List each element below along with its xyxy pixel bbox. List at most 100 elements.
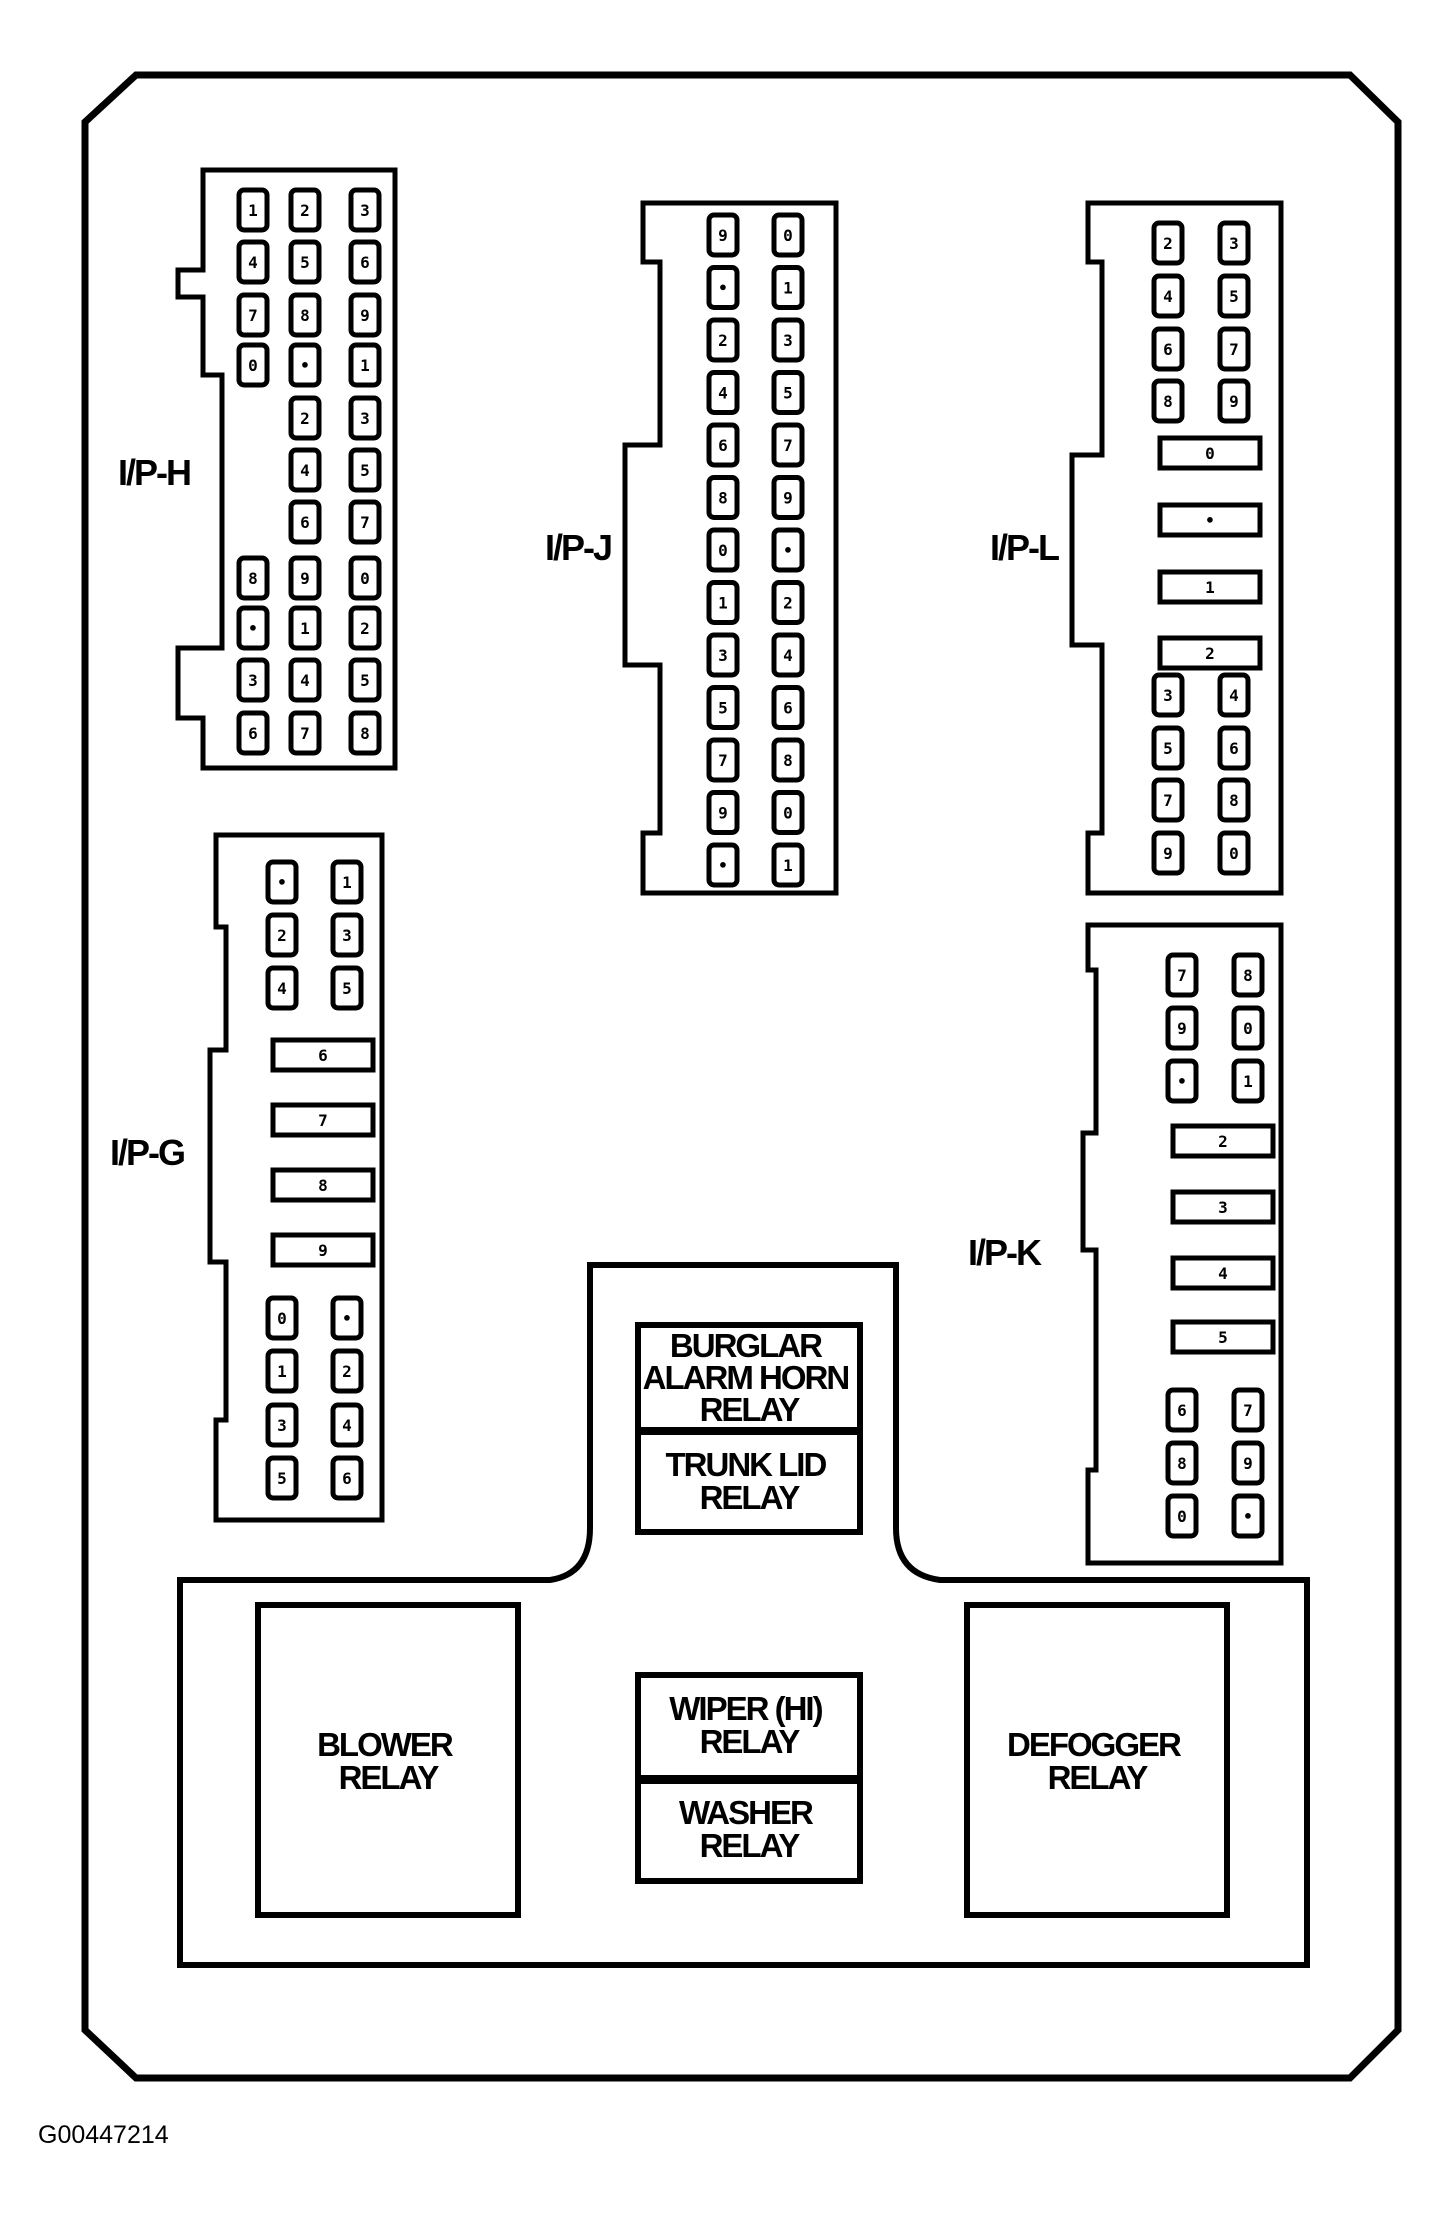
ip-j-pin-mark: • [718, 856, 728, 875]
connector-ip-k [1080, 922, 1284, 1566]
ip-k-pin [1165, 1058, 1199, 1104]
ip-l-pin [1151, 326, 1185, 372]
ip-j-pin [706, 212, 740, 258]
ip-l-pin [1151, 777, 1185, 823]
ip-h-pin [236, 605, 270, 651]
ip-l-pin-mark: 0 [1229, 844, 1239, 863]
ip-j-pin-mark: • [718, 279, 728, 298]
ip-h-pin-mark: 0 [248, 356, 258, 375]
ip-k-slot-mark: 3 [1218, 1198, 1228, 1217]
ip-g-slot [270, 1232, 376, 1268]
ip-h-pin-mark: 4 [248, 253, 258, 272]
ip-g-pin-mark: 3 [342, 926, 352, 945]
defogger-relay-line-2: RELAY [1048, 1759, 1149, 1796]
svg-text:WIPER (HI) RELAY: WIPER (HI) RELAY [669, 1690, 829, 1760]
figure-id: G00447214 [38, 2121, 169, 2149]
ip-k-slot-mark: 4 [1218, 1264, 1228, 1283]
svg-text:WASHER RELAY: WASHER RELAY [679, 1794, 819, 1864]
ip-j-pin-mark: 7 [718, 751, 728, 770]
ip-j-pin-mark: 6 [718, 436, 728, 455]
ip-k-pin [1165, 1440, 1199, 1486]
connector-ip-j [622, 200, 839, 896]
ip-k-pin-mark: 1 [1243, 1072, 1253, 1091]
ip-j-pin-mark: 9 [783, 489, 793, 508]
ip-j-pin [706, 737, 740, 783]
ip-j-pin [706, 317, 740, 363]
ip-h-pin [348, 342, 382, 388]
ip-k-slot-mark: 2 [1218, 1132, 1228, 1151]
ip-k-pin-mark: 8 [1177, 1454, 1187, 1473]
ip-g-slot [270, 1167, 376, 1203]
ip-h-pin-mark: 3 [360, 409, 370, 428]
ip-j-pin-mark: 3 [783, 331, 793, 350]
ip-h-pin-mark: 2 [300, 201, 310, 220]
ip-j-pin [771, 212, 805, 258]
ip-h-pin-mark: 6 [248, 724, 258, 743]
ip-j-pin-mark: 9 [718, 804, 728, 823]
ip-h-pin-mark: 4 [300, 461, 310, 480]
relay-tower [177, 1262, 1310, 1968]
ip-j-pin [771, 475, 805, 520]
ip-h-pin-mark: 2 [360, 619, 370, 638]
ip-l-pin [1151, 830, 1185, 876]
ip-l-pin-mark: 5 [1229, 287, 1239, 306]
ip-h-pin-mark: • [248, 619, 258, 638]
ip-k-pin-mark: 7 [1177, 966, 1187, 985]
ip-j-pin [706, 632, 740, 678]
ip-j-pin [771, 317, 805, 363]
ip-l-pin [1217, 326, 1251, 372]
ip-g-pin-mark: 1 [342, 873, 352, 892]
washer-relay-line-1: WASHER [679, 1794, 814, 1831]
ip-j-pin-mark: 5 [718, 699, 728, 718]
ip-j-pin [771, 632, 805, 678]
ip-g-slot-mark: 9 [318, 1241, 328, 1260]
ip-l-pin-mark: 4 [1163, 287, 1173, 306]
ip-j-pin [706, 580, 740, 625]
ip-h-pin-mark: 0 [360, 569, 370, 588]
ip-l-pin [1217, 830, 1251, 876]
ip-g-pin [330, 1402, 364, 1448]
ip-h-pin [348, 395, 382, 441]
ip-j-pin [771, 737, 805, 783]
ip-j-pin-mark: 2 [783, 594, 793, 613]
ip-h-pin [348, 239, 382, 285]
ip-l-pin-mark: 5 [1163, 739, 1173, 758]
ip-l-pin-mark: 6 [1163, 340, 1173, 359]
washer-relay [635, 1778, 863, 1884]
ip-l-pin-mark: 3 [1229, 234, 1239, 253]
svg-text:BURGLAR ALARM HORN REL: BURGLAR ALARM HORN RELAY [643, 1327, 856, 1428]
ip-j-pin-mark: 4 [783, 646, 793, 665]
ip-l-label: I/P-L [990, 527, 1059, 568]
ip-l-pin-mark: 3 [1163, 686, 1173, 705]
ip-g-pin-mark: 4 [277, 979, 287, 998]
ip-h-pin [288, 292, 322, 338]
ip-g-slot-mark: 7 [318, 1111, 328, 1130]
ip-h-pin-mark: 3 [360, 201, 370, 220]
ip-h-pin-mark: 7 [360, 513, 370, 532]
ip-j-pin-mark: 8 [783, 751, 793, 770]
ip-j-pin [771, 790, 805, 835]
wiper-relay-line-2: RELAY [700, 1723, 801, 1760]
washer-relay-line-2: RELAY [700, 1827, 801, 1864]
blower-relay [255, 1602, 521, 1918]
ip-k-slot-mark: 5 [1218, 1328, 1228, 1347]
ip-l-slot [1157, 569, 1263, 605]
ip-g-pin [265, 1455, 299, 1501]
ip-l-pin [1217, 672, 1251, 718]
ip-h-pin-mark: 5 [300, 253, 310, 272]
ip-h-pin [288, 447, 322, 493]
ip-h-pin [348, 555, 382, 601]
ip-g-pin-mark: 4 [342, 1416, 352, 1435]
ip-l-pin [1217, 378, 1251, 424]
ip-k-slot [1170, 1189, 1276, 1225]
ip-g-pin [265, 1402, 299, 1448]
ip-l-slot [1157, 502, 1263, 538]
ip-j-pin [706, 527, 740, 573]
trunk-lid-relay [635, 1429, 863, 1535]
ip-k-slot [1170, 1319, 1276, 1355]
ip-h-pin [288, 605, 322, 651]
ip-l-pin-mark: 7 [1229, 340, 1239, 359]
connector-ip-l [1069, 200, 1284, 896]
ip-g-pin [330, 912, 364, 958]
ip-h-pin-mark: 6 [300, 513, 310, 532]
